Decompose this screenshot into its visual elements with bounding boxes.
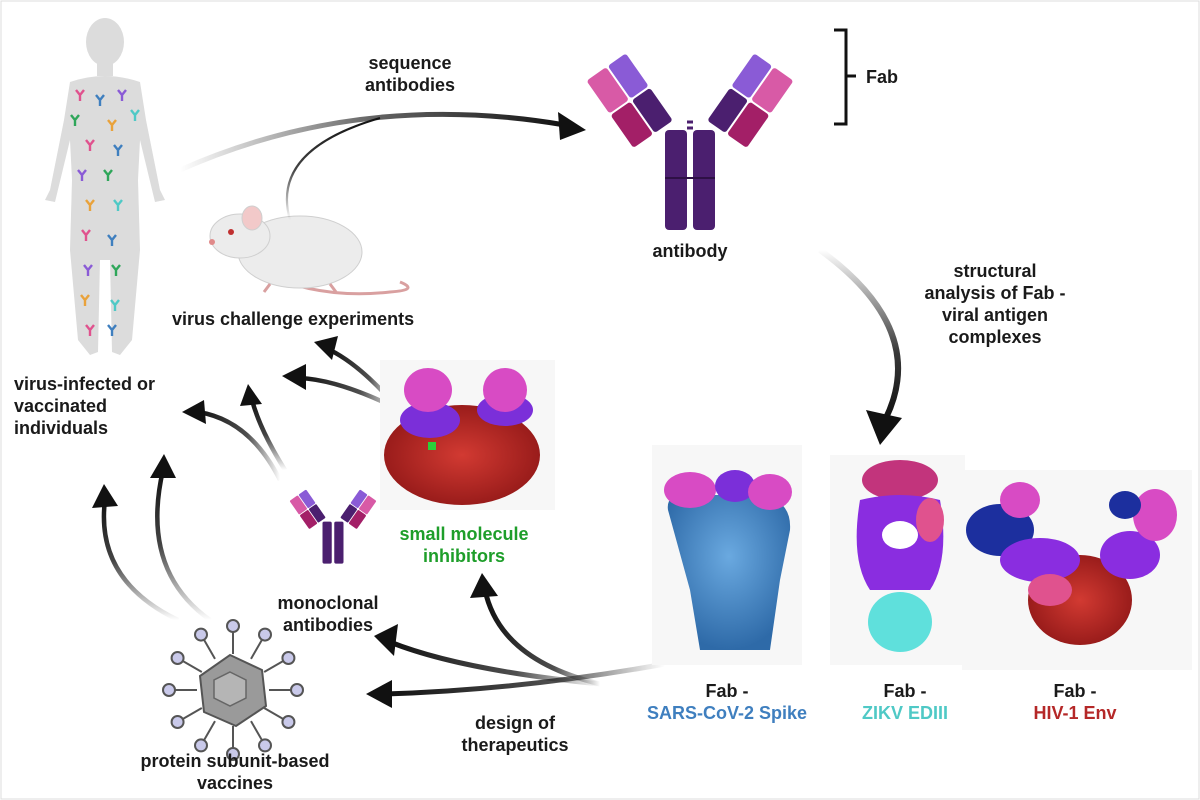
antibody-marker-icon [95,94,105,106]
label-virus-challenge: virus challenge experiments [172,309,415,329]
monoclonal-antibody-icon [289,489,377,564]
vaccine-spike-icon [250,639,263,660]
small-molecule-inhibitor-structure [380,360,555,510]
antibody-marker-icon [107,324,117,336]
arrow-sequence-to-antibody [178,111,566,173]
vaccine-spike-icon [263,660,284,673]
vaccine-spike-icon [203,720,216,741]
vaccine-antigen-icon [226,747,240,761]
antibody-marker-icon [85,324,95,336]
antibody-marker-icon [85,139,95,151]
arrow-mouse-to-sequence [285,116,381,221]
vaccine-antigen-icon [290,683,304,697]
vaccine-antigen-icon [226,619,240,633]
hiv-1-env-structure [962,470,1192,670]
label-fab: Fab [866,67,899,87]
antibody-marker-icon [70,114,80,126]
human-figure-icon [45,18,165,355]
vaccine-spike-icon [250,720,263,741]
antibody-markers [70,89,140,336]
sars-cov-2-spike-structure [652,445,802,665]
antibody-marker-icon [103,169,113,181]
antibody-marker-icon [81,229,91,241]
vaccine-antigen-icon [258,738,272,753]
vaccine-antigen-icon [281,715,296,729]
vaccine-spike-icon [263,707,284,720]
antibody-marker-icon [85,199,95,211]
vaccine-spike-icon [182,660,203,673]
vaccine-antigen-icon [281,651,296,665]
vaccine-antigen-icon [258,627,272,642]
vaccine-particle-icon [162,619,304,761]
label-fab-hiv: Fab - HIV-1 Env [1033,681,1117,723]
label-design-therapeutics: design of therapeutics [461,713,569,755]
vaccine-spike-icon [182,707,203,720]
antibody-marker-icon [130,109,140,121]
vaccine-antigen-icon [194,627,208,642]
label-monoclonal: monoclonal antibodies [277,593,379,635]
antibody-marker-icon [113,144,123,156]
vaccine-antigen-icon [170,715,185,729]
antibody-marker-icon [77,169,87,181]
label-protein-vaccines: protein subunit-based vaccines [140,751,330,793]
antibody-marker-icon [111,264,121,276]
vaccine-spike-icon [203,639,216,660]
antibody-marker-icon [110,299,120,311]
antibody-marker-icon [107,234,117,246]
label-antibody: antibody [652,241,728,261]
mouse-icon [209,205,410,296]
antibody-marker-icon [107,119,117,131]
label-sequence-antibodies: sequence antibodies [364,53,455,95]
fab-bracket [834,28,856,126]
label-infected-individuals: virus-infected or vaccinated individuals [14,374,156,438]
antibody-marker-icon [83,264,93,276]
antibody-marker-icon [117,89,127,101]
vaccine-antigen-icon [194,738,208,753]
label-structural-analysis: structural analysis of Fab - viral antig… [924,261,1066,347]
vaccine-antigen-icon [170,651,185,665]
arrows-design-of-therapeutics [384,589,666,697]
label-fab-zikv: Fab - ZIKV EDIII [861,681,948,723]
label-fab-sars: Fab - SARS-CoV-2 Spike [646,681,808,723]
label-small-molecule: small molecule inhibitors [399,524,529,566]
zikv-ediii-structure [830,455,965,665]
arrow-structural-analysis [818,247,901,422]
antibody-marker-icon [113,199,123,211]
antibody-marker-icon [80,294,90,306]
antibody-marker-icon [75,89,85,101]
vaccine-antigen-icon [162,683,176,697]
antibody-diagram [587,54,793,230]
